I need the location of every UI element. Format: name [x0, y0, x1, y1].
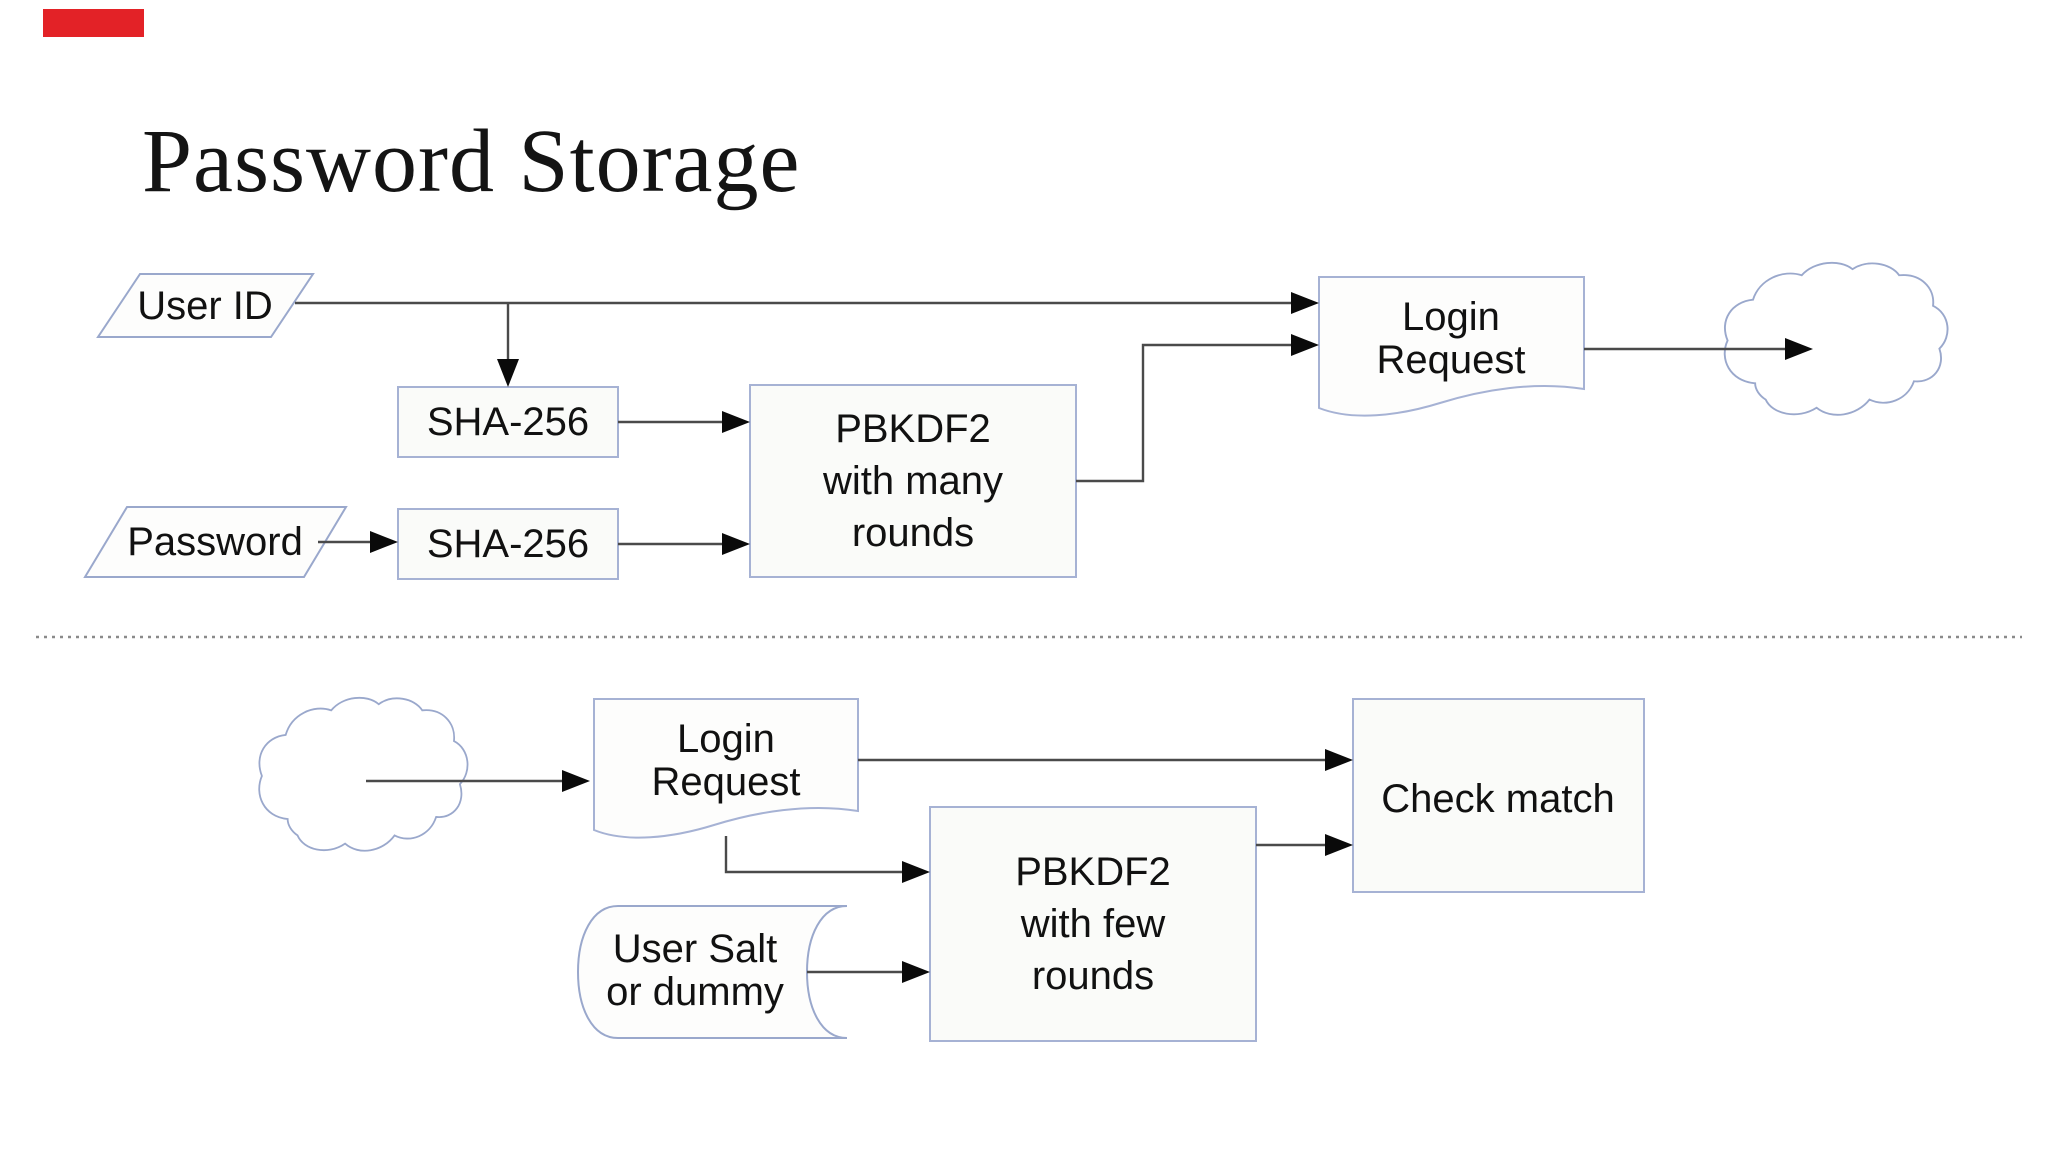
- sha256-top-label: SHA-256: [426, 400, 590, 444]
- user-id-parallelogram: [96, 273, 315, 338]
- arrow-login-request-to-check-match: [858, 749, 1353, 771]
- pbkdf2-many-line1: PBKDF2: [835, 407, 991, 451]
- arrow-user-salt-to-pbkdf2-few: [807, 961, 930, 983]
- login-top-line2: Request: [1376, 338, 1526, 382]
- user-id-label: User ID: [137, 284, 273, 328]
- arrow-login-request-to-pbkdf2-few: [724, 836, 930, 883]
- pbkdf2-many-box: [749, 384, 1077, 578]
- pbkdf2-many-line2: with many: [822, 459, 1004, 503]
- arrow-password-to-sha256: [318, 531, 398, 553]
- arrow-sha256-top-to-pbkdf2: [618, 411, 750, 433]
- pbkdf2-many-line3: rounds: [851, 511, 975, 555]
- check-match-label: Check match: [1381, 777, 1615, 821]
- arrow-pbkdf2-to-login-request: [1076, 334, 1319, 483]
- login-top-line1: Login: [1402, 294, 1500, 339]
- user-salt-line2: or dummy: [606, 970, 784, 1014]
- arrow-sha256-bottom-to-pbkdf2: [618, 533, 750, 555]
- arrow-userid-to-login-request: [295, 292, 1319, 314]
- login-bottom-line1: Login: [677, 716, 775, 761]
- check-match-box: [1352, 698, 1645, 893]
- pbkdf2-few-line3: rounds: [1031, 954, 1155, 998]
- arrow-login-request-to-cloud: [1584, 338, 1813, 360]
- arrow-pbkdf2-few-to-check-match: [1256, 834, 1353, 856]
- login-bottom-line2: Request: [651, 760, 801, 804]
- cloud-bottom-icon: [258, 696, 469, 852]
- user-salt-label: User Salt or dummy: [606, 926, 784, 1014]
- login-request-bottom-document: [593, 698, 859, 839]
- user-salt-stored-data-shape: [576, 905, 848, 1039]
- pbkdf2-few-label: PBKDF2 with few rounds: [1015, 846, 1171, 1002]
- sha256-bottom-box: [397, 508, 619, 580]
- pbkdf2-few-box: [929, 806, 1257, 1042]
- page-title: Password Storage: [142, 112, 801, 211]
- login-request-top-label: Login Request: [1376, 294, 1526, 382]
- login-request-top-document: [1318, 276, 1585, 417]
- user-salt-line1: User Salt: [612, 926, 778, 971]
- redaction-marker: [43, 9, 144, 37]
- pbkdf2-few-line1: PBKDF2: [1015, 850, 1171, 894]
- password-parallelogram: [83, 506, 348, 578]
- login-request-bottom-label: Login Request: [651, 716, 801, 804]
- arrow-userid-to-sha256: [497, 303, 519, 387]
- cloud-top-icon: [1723, 261, 1949, 416]
- pbkdf2-many-label: PBKDF2 with many rounds: [823, 403, 1003, 559]
- pbkdf2-few-line2: with few: [1020, 902, 1166, 946]
- password-label: Password: [127, 520, 303, 564]
- sha256-bottom-label: SHA-256: [426, 522, 590, 566]
- arrow-cloud-to-login-request: [366, 770, 590, 792]
